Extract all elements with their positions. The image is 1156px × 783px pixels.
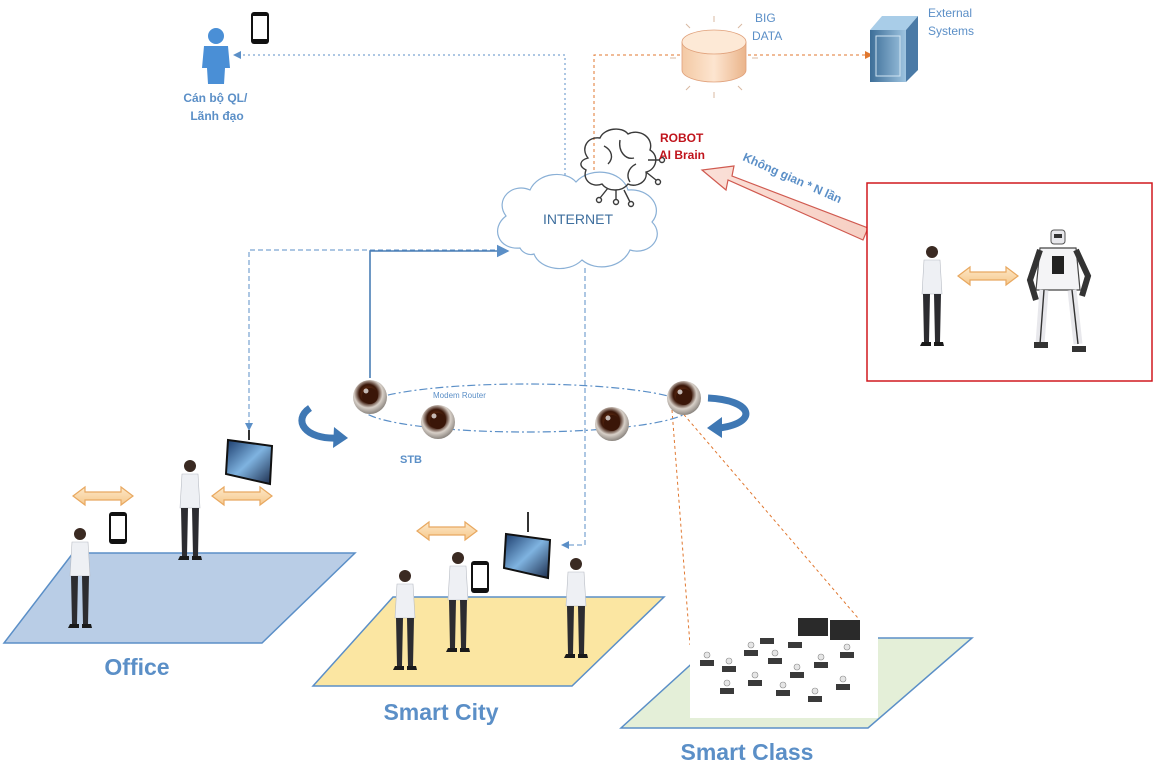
smart-class-label: Smart Class (681, 739, 814, 765)
office-label: Office (104, 654, 169, 680)
modem-label: Modem Router (433, 391, 486, 400)
internet-label: INTERNET (543, 211, 613, 227)
manager-person-icon (202, 28, 230, 84)
eye-camera-icon (421, 405, 455, 439)
cloud-icon (497, 171, 658, 270)
eye-camera-icon (595, 407, 629, 441)
tv-screen-icon (224, 430, 274, 486)
manager-link (233, 51, 566, 180)
rotate-arrow-icon (707, 394, 750, 438)
rotate-arrow-icon (298, 405, 348, 448)
space-label: Không gian * N lần (741, 150, 844, 206)
eye-camera-icon (353, 380, 387, 414)
class-link-a (671, 409, 691, 646)
smart-city-floor (311, 596, 666, 687)
office-floor (2, 552, 357, 644)
server-cabinet-icon (870, 16, 918, 82)
brain-icon (580, 128, 666, 208)
double-arrow-icon (72, 486, 134, 506)
tv-screen-icon (502, 512, 552, 580)
space-arrow (700, 165, 869, 241)
office-screen-link (245, 249, 503, 431)
phone-icon (471, 561, 489, 593)
stb-uplink (369, 244, 510, 378)
big-data-label: BIG DATA (752, 11, 782, 43)
class-link-b (679, 409, 859, 619)
city-screen-link (561, 268, 586, 549)
phone-icon (251, 12, 269, 44)
manager-label: Cán bộ QL/ Lãnh đạo (183, 91, 250, 123)
robot-icon (1026, 229, 1092, 352)
phone-icon (109, 512, 127, 544)
double-arrow-icon (416, 521, 478, 541)
classroom-icon (690, 618, 878, 718)
robot-brain-label: ROBOT AI Brain (659, 131, 707, 162)
external-label: External Systems (928, 6, 975, 38)
database-icon (670, 16, 758, 98)
camera-ring (361, 383, 691, 433)
bigdata-link (593, 51, 717, 170)
stb-label: STB (400, 454, 422, 466)
person-icon (177, 459, 203, 561)
eye-camera-icon (667, 381, 701, 415)
double-arrow-icon (211, 486, 273, 506)
smart-city-label: Smart City (383, 699, 498, 725)
